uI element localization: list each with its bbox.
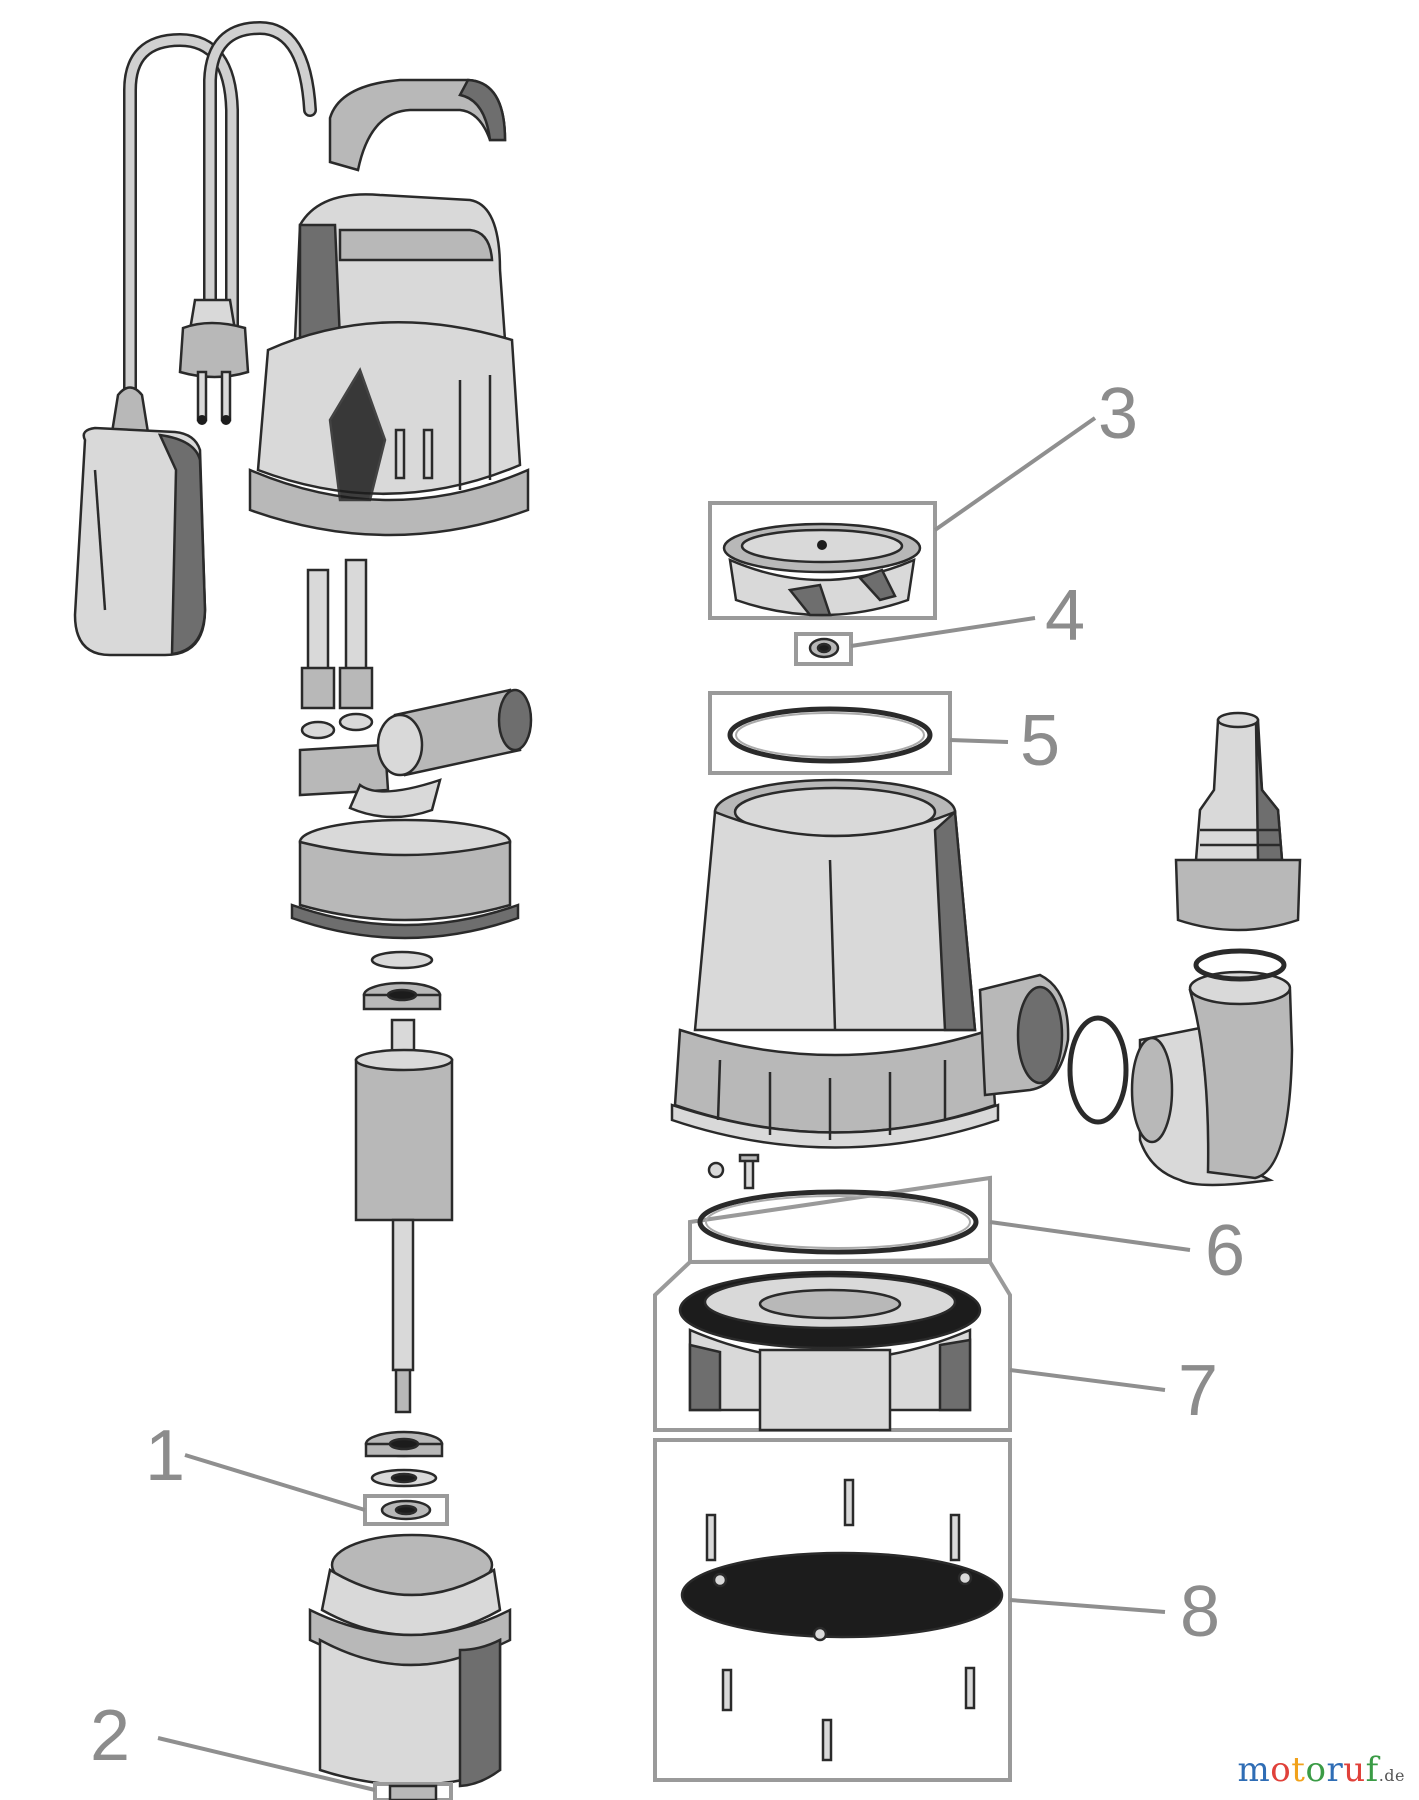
callout-number-2: 2 <box>90 1696 130 1776</box>
callout-leaders <box>157 416 1191 1792</box>
rotor-shaft <box>354 1018 454 1414</box>
impeller-nut <box>794 632 853 666</box>
base-plate <box>653 1438 1012 1782</box>
callout-number-4: 4 <box>1045 576 1085 656</box>
housing-screws <box>707 1153 760 1190</box>
shaft-seal <box>363 1494 449 1526</box>
pump-o-ring <box>708 691 952 775</box>
suction-base <box>653 1260 1012 1432</box>
callout-number-6: 6 <box>1205 1211 1245 1291</box>
callout-labels: 1 2 3 4 5 6 7 8 <box>90 374 1245 1776</box>
brand-letter: o <box>1270 1750 1292 1790</box>
capacitor <box>376 688 533 777</box>
brand-letter: m <box>1237 1750 1271 1790</box>
carbon-brush-terminals <box>298 558 442 819</box>
float-switch <box>73 386 207 657</box>
callout-number-7: 7 <box>1178 1351 1218 1431</box>
brand-letter: u <box>1343 1750 1366 1790</box>
brand-watermark: motoruf.de <box>1238 1750 1405 1790</box>
outlet-elbow <box>1067 948 1294 1187</box>
upper-bearing <box>362 950 442 1011</box>
hose-adapter <box>1174 711 1302 932</box>
motor-chamber <box>308 1533 512 1788</box>
impeller <box>708 501 937 620</box>
handle-cover <box>328 78 507 172</box>
power-plug <box>178 298 250 425</box>
brand-letter: t <box>1291 1750 1306 1790</box>
pump-housing <box>670 778 1070 1149</box>
brand-letter: o <box>1305 1750 1327 1790</box>
brand-letter: f <box>1365 1750 1379 1790</box>
lower-fitting <box>373 1782 453 1800</box>
callout-number-8: 8 <box>1180 1572 1220 1652</box>
brand-tld: .de <box>1378 1766 1405 1785</box>
lower-bearing <box>364 1430 444 1488</box>
callout-number-3: 3 <box>1098 374 1138 454</box>
callout-number-5: 5 <box>1020 701 1060 781</box>
motor-end-cap <box>290 818 520 940</box>
base-o-ring <box>688 1175 992 1265</box>
callout-number-1: 1 <box>145 1416 185 1496</box>
power-cable <box>123 20 317 402</box>
motor-housing <box>248 193 530 537</box>
brand-letter: r <box>1326 1750 1344 1790</box>
